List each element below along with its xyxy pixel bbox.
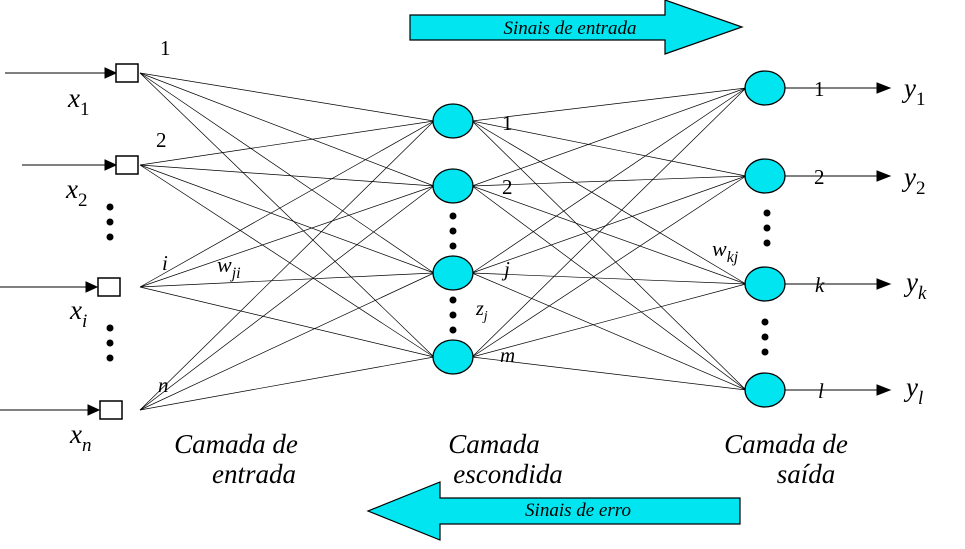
hidden-nodes bbox=[432, 103, 474, 375]
input-arrows bbox=[0, 67, 118, 416]
hidden-output-connections bbox=[471, 87, 747, 391]
hidden-node-1 bbox=[432, 103, 474, 139]
output-layer-title-line1: Camada de bbox=[724, 429, 848, 459]
forward-signal-arrow: Sinais de entrada bbox=[409, 0, 744, 55]
input-label-1: 1 bbox=[160, 36, 171, 60]
input-node-i bbox=[97, 277, 121, 297]
hidden-node-m bbox=[432, 339, 474, 375]
hidden-layer-title-line2: escondida bbox=[453, 459, 562, 489]
input-layer-title-line1: Camada de bbox=[174, 429, 298, 459]
output-var-2: y2 bbox=[901, 162, 925, 199]
input-var-1: x1 bbox=[67, 83, 89, 120]
input-node-2 bbox=[115, 155, 139, 175]
input-layer-title-line2: entrada bbox=[212, 459, 296, 489]
hidden-label-m: m bbox=[500, 343, 515, 367]
output-node-k bbox=[744, 266, 786, 302]
output-var-1: y1 bbox=[901, 73, 925, 110]
forward-signal-label: Sinais de entrada bbox=[504, 18, 637, 39]
input-var-n: xn bbox=[69, 419, 91, 456]
weight-label-hidden-output: wkj bbox=[712, 236, 739, 266]
hidden-label-j: j bbox=[501, 257, 510, 281]
output-label-k: k bbox=[815, 273, 825, 297]
input-var-2: x2 bbox=[65, 174, 87, 211]
output-node-l bbox=[744, 372, 786, 408]
hidden-label-1: 1 bbox=[502, 111, 513, 135]
hidden-label-2: 2 bbox=[502, 175, 513, 199]
hidden-node-j bbox=[432, 255, 474, 291]
backward-signal-label: Sinais de erro bbox=[525, 500, 631, 521]
input-label-i: i bbox=[162, 251, 168, 275]
hidden-activation-label: zj bbox=[475, 298, 488, 324]
backward-signal-arrow: Sinais de erro bbox=[366, 481, 741, 541]
input-label-2: 2 bbox=[156, 128, 167, 152]
hidden-layer-title-line1: Camada bbox=[448, 429, 540, 459]
output-node-1 bbox=[744, 70, 786, 106]
output-nodes bbox=[744, 70, 786, 408]
output-arrows bbox=[785, 82, 892, 396]
input-node-n bbox=[99, 400, 123, 420]
output-node-2 bbox=[744, 158, 786, 194]
input-hidden-connections bbox=[139, 72, 435, 411]
output-label-2: 2 bbox=[814, 165, 825, 189]
input-nodes bbox=[97, 63, 139, 420]
input-node-1 bbox=[115, 63, 139, 83]
output-layer-title-line2: saída bbox=[777, 459, 836, 489]
input-label-n: n bbox=[158, 373, 169, 397]
output-var-l: yl bbox=[903, 372, 923, 409]
ellipsis-dots bbox=[106, 203, 771, 362]
output-label-l: l bbox=[818, 379, 824, 403]
input-var-i: xi bbox=[69, 295, 87, 332]
output-var-k: yk bbox=[903, 267, 927, 304]
output-label-1: 1 bbox=[814, 77, 825, 101]
hidden-node-2 bbox=[432, 168, 474, 204]
weight-label-input-hidden: wji bbox=[217, 252, 241, 282]
